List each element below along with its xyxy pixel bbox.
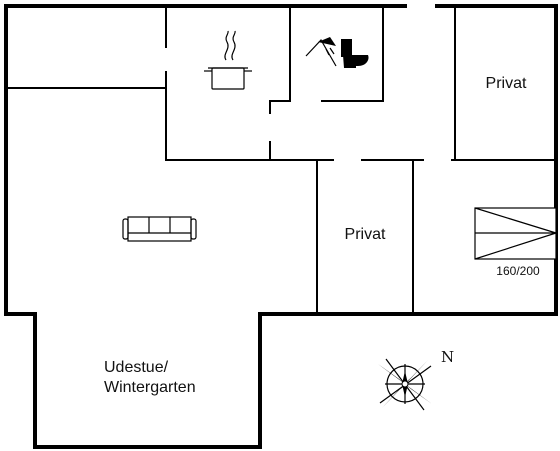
room-label-wintergarten: Wintergarten (104, 379, 196, 396)
bed-size-label: 160/200 (496, 264, 540, 278)
interior-walls (5, 5, 557, 315)
outer-walls (4, 4, 558, 449)
room-label-udestue: Udestue/ (104, 359, 169, 376)
bed-icon (474, 207, 557, 260)
shower-icon (305, 37, 337, 67)
toilet-icon (341, 39, 369, 68)
compass-rose-icon (378, 358, 432, 411)
room-label-privat-2: Privat (345, 226, 386, 243)
room-label-privat-1: Privat (486, 75, 527, 92)
sofa-icon (122, 216, 197, 242)
kitchen-pot-icon (204, 30, 252, 90)
compass-north-label: N (441, 348, 454, 366)
